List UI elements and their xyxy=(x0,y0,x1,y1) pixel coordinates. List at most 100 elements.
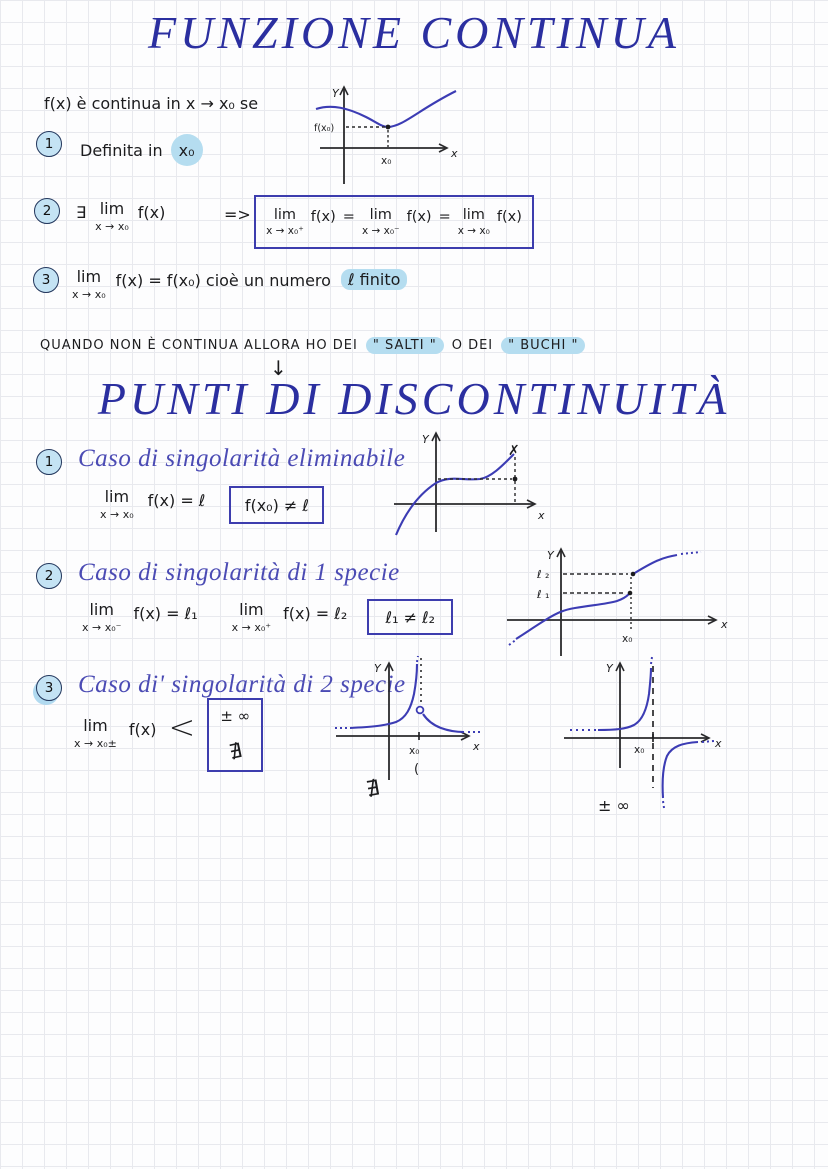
intro-definition-line: f(x) è continua in x → x₀ se xyxy=(44,94,259,113)
limit-stack: lim x → x₀ xyxy=(95,199,129,233)
x-axis-arrow xyxy=(438,143,449,153)
curve-dotted-tail-left xyxy=(508,638,518,646)
x-axis-arrow xyxy=(526,499,537,509)
graph-second-kind-singularity-a: Y x x₀ ( ∄ xyxy=(335,655,480,801)
lim-subscript: x → x₀⁻ xyxy=(82,621,122,634)
upper-branch xyxy=(632,553,678,575)
note-part1: QUANDO NON È CONTINUA ALLORA HO DEI xyxy=(40,338,358,353)
lim-subscript: x → x₀ xyxy=(72,288,106,301)
alternatives-angle-bracket: < xyxy=(168,708,196,746)
y-axis-label: Y xyxy=(422,433,430,446)
x-axis-arrow xyxy=(707,615,718,625)
graph-continuous-function: Y x f(x₀) x₀ xyxy=(314,85,458,184)
graph-removable-singularity: ✗ Y x xyxy=(394,431,545,536)
right-branch xyxy=(661,740,699,799)
point-1-text: Definita in xyxy=(80,140,163,160)
left-branch xyxy=(349,663,419,730)
point-1-number: 1 xyxy=(44,136,54,152)
x-axis-label: x xyxy=(714,737,722,750)
point-1-badge: 1 xyxy=(36,131,62,157)
x0-label: x₀ xyxy=(634,744,644,756)
lim-subscript: x → x₀ xyxy=(457,224,490,237)
lim-word: lim xyxy=(369,207,392,223)
x0-label: x₀ xyxy=(409,745,419,757)
lim-subscript: x → x₀⁺ xyxy=(231,621,272,634)
caso-3-heading: Caso di' singolarità di 2 specie xyxy=(78,671,406,698)
caso-1-badge: 1 xyxy=(36,449,62,475)
plus-minus-infinity-label: ± ∞ xyxy=(598,796,630,815)
caso-2-badge: 2 xyxy=(36,563,62,589)
limit-point xyxy=(512,476,518,482)
point-2-badge: 2 xyxy=(34,198,60,224)
limit-stack: lim x → x₀± xyxy=(74,716,117,750)
x0-label: x₀ xyxy=(622,633,632,645)
x-axis-arrow xyxy=(460,731,471,741)
plus-minus-infinity: ± ∞ xyxy=(220,707,251,725)
graph-second-kind-singularity-b: Y x x₀ ± ∞ xyxy=(564,656,722,815)
fx0-label: f(x₀) xyxy=(314,123,334,134)
y-axis-label: Y xyxy=(547,549,555,562)
not-exists-symbol: ∄ xyxy=(364,775,381,801)
x-axis-label: x xyxy=(537,509,545,522)
lim-word: lim xyxy=(273,207,297,223)
right-limit-point xyxy=(630,571,636,577)
exists-symbol: ∃ xyxy=(76,203,87,222)
caso-2-rhs2: f(x) = ℓ₂ xyxy=(283,604,348,623)
equals-sign: = xyxy=(342,209,355,225)
lim-word: lim xyxy=(99,199,125,218)
point-1-highlight-x0: x₀ xyxy=(170,134,203,166)
x-axis-label: x xyxy=(720,618,728,631)
right-branch xyxy=(422,713,465,734)
caso-3-alternatives-box: ± ∞ ∄ xyxy=(207,698,264,772)
caso-3-rhs: f(x) xyxy=(128,720,157,739)
lim-word: lim xyxy=(83,716,108,735)
lim-subscript: x → x₀⁻ xyxy=(361,224,400,237)
x-axis-label: x xyxy=(450,147,458,160)
caso-1-heading: Caso di singolarità eliminabile xyxy=(78,445,406,472)
y-axis-arrow xyxy=(615,661,625,672)
not-exists-symbol: ∄ xyxy=(226,737,244,765)
lim-subscript: x → x₀ xyxy=(100,508,134,521)
lim-subscript: x → x₀± xyxy=(74,737,117,750)
point-2-number: 2 xyxy=(42,203,52,219)
fx-term: f(x) xyxy=(137,203,166,222)
y-axis-arrow xyxy=(431,431,441,442)
caso-2-number: 2 xyxy=(44,568,54,584)
down-arrow: ↓ xyxy=(270,356,287,380)
right-branch-dotted-bottom xyxy=(662,800,665,809)
lim-subscript: x → x₀ xyxy=(95,220,129,233)
limit-stack: lim x → x₀⁻ xyxy=(82,602,122,634)
left-branch-dotted-top xyxy=(650,656,653,665)
implies-arrow: => xyxy=(224,205,251,224)
caso-3-number: 3 xyxy=(44,680,54,696)
limit-stack: lim x → x₀ xyxy=(100,489,134,521)
y-axis-arrow xyxy=(556,547,566,558)
left-branch-dotted-top xyxy=(416,655,419,663)
limit-stack: lim x → x₀ xyxy=(72,267,106,301)
y-axis-arrow xyxy=(339,85,349,96)
paren-mark: ( xyxy=(414,762,419,777)
fx-term: f(x) xyxy=(496,209,522,225)
fx-term: f(x) xyxy=(310,209,336,225)
x-mark: ✗ xyxy=(508,443,520,459)
y-axis-label: Y xyxy=(332,87,340,100)
open-point xyxy=(415,705,425,715)
caso-1-number: 1 xyxy=(44,454,54,470)
limit-stack: lim x → x₀⁺ xyxy=(266,208,304,236)
note-highlight-salti: " SALTI " xyxy=(365,337,444,354)
lim-word: lim xyxy=(76,267,102,286)
function-curve xyxy=(395,453,515,536)
limit-stack: lim x → x₀⁻ xyxy=(362,208,400,236)
page-title-funzione-continua: FUNZIONE CONTINUA xyxy=(148,7,680,58)
function-curve xyxy=(315,90,457,129)
y-axis-arrow xyxy=(384,661,394,672)
x-axis-label: x xyxy=(472,740,480,753)
equals-sign: = xyxy=(438,209,451,225)
limits-equality-box: lim x → x₀⁺ f(x) = lim x → x₀⁻ f(x) = li… xyxy=(254,195,534,249)
caso-1-condition-box: f(x₀) ≠ ℓ xyxy=(229,486,325,524)
y-axis-label: Y xyxy=(374,662,382,675)
point-3-number: 3 xyxy=(41,272,51,288)
page-title-punti-discontinuita: PUNTI DI DISCONTINUITÀ xyxy=(97,373,731,424)
lim-word: lim xyxy=(239,600,264,619)
l2-label: ℓ ₂ xyxy=(536,568,549,581)
